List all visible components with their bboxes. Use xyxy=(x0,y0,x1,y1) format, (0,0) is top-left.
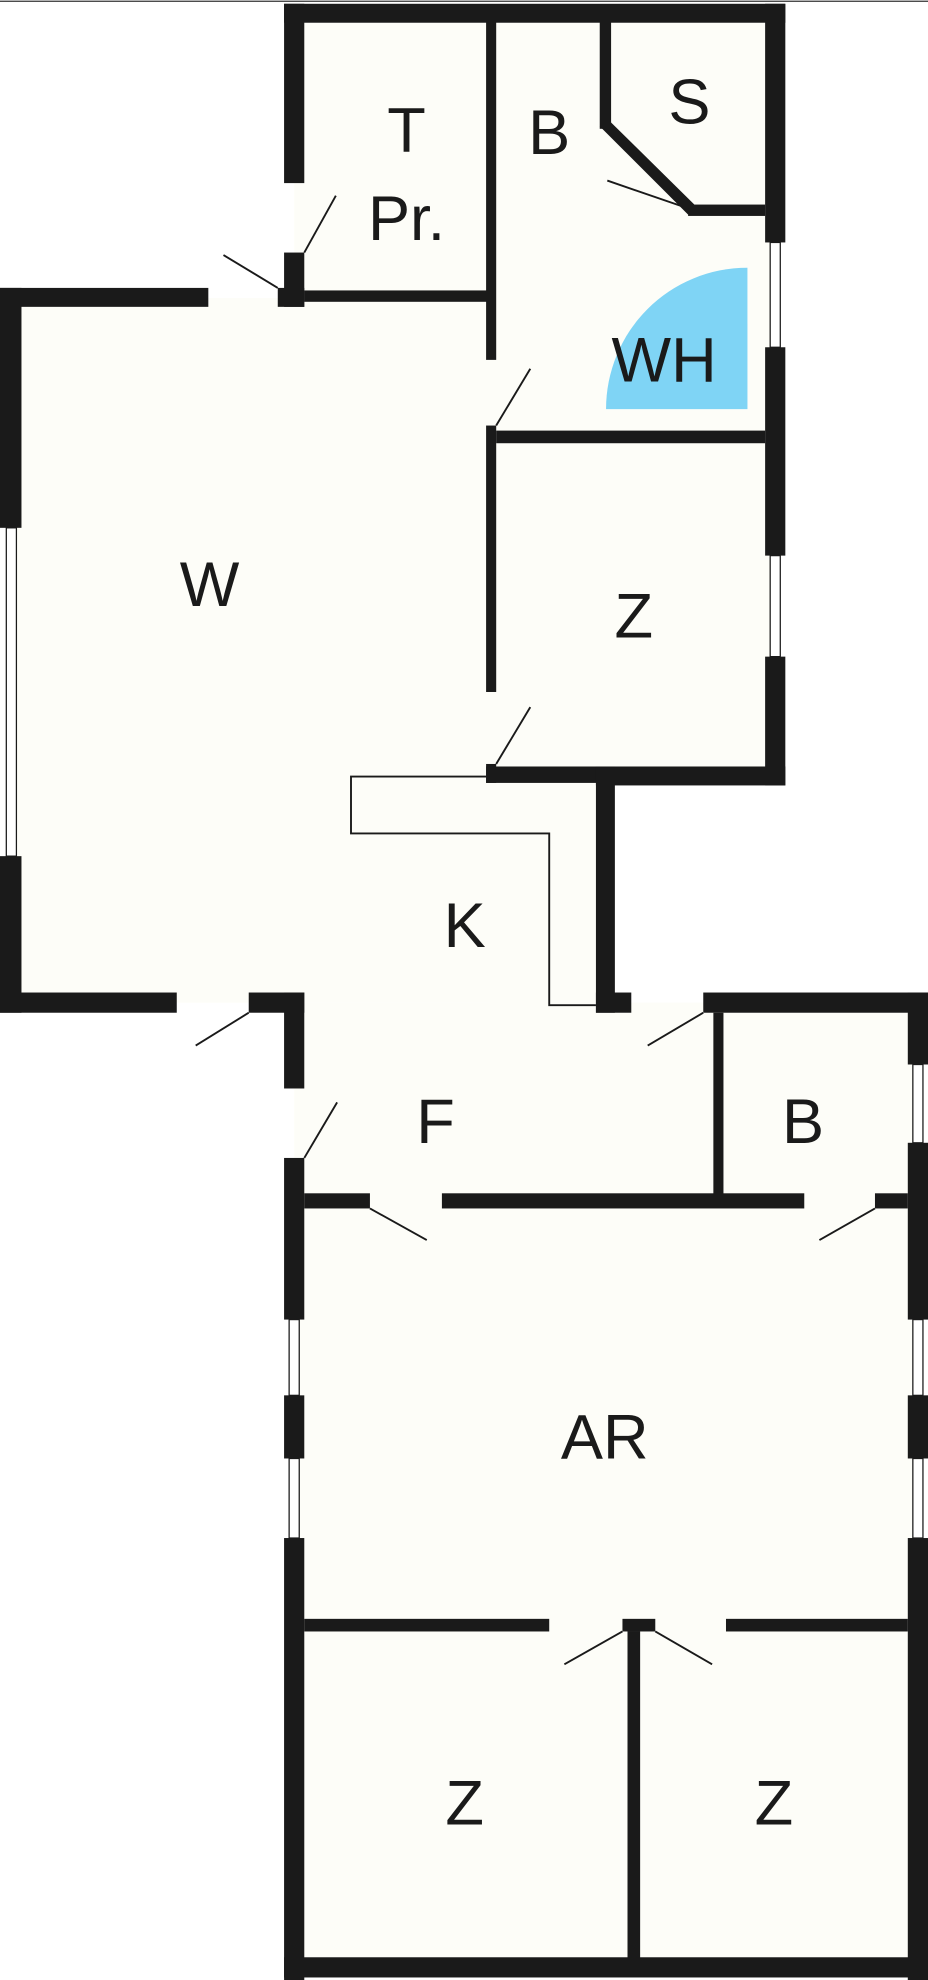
room-label-ar: AR xyxy=(561,1402,649,1472)
room-label-w: W xyxy=(180,550,240,620)
room-label-k: K xyxy=(444,891,486,961)
room-label-b-bottom: B xyxy=(782,1087,824,1157)
windows xyxy=(5,241,924,1539)
doors xyxy=(195,179,876,1666)
kitchen-counter xyxy=(350,775,596,1007)
walls xyxy=(0,3,928,1980)
water-heater-fixture xyxy=(606,267,748,410)
room-label-z-top: Z xyxy=(615,582,654,652)
room-label-pr: Pr. xyxy=(368,184,445,254)
room-label-f: F xyxy=(416,1087,455,1157)
room-label-b-top: B xyxy=(528,98,570,168)
room-label-z-right: Z xyxy=(755,1769,794,1839)
room-label-z-left: Z xyxy=(445,1769,484,1839)
floor-areas xyxy=(10,12,918,1968)
room-label-s: S xyxy=(668,68,710,138)
room-label-wh: WH xyxy=(612,325,717,395)
room-label-t: T xyxy=(387,96,426,166)
